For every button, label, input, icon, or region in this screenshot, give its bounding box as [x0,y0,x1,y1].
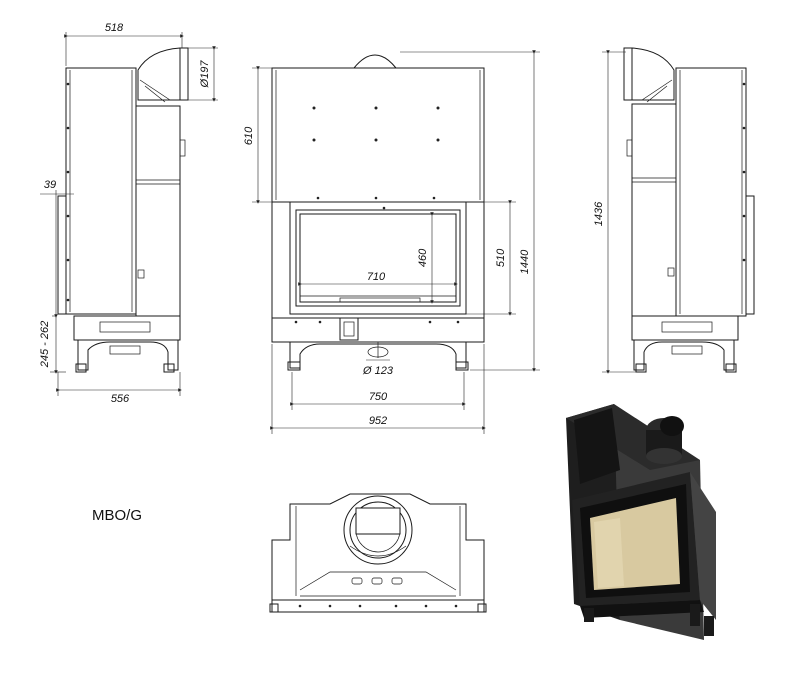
fireplace-render [566,404,716,640]
dim-side-bottom-depth: 556 [111,393,130,405]
dim-door-height: 510 [495,248,507,267]
dim-total-height-front: 1440 [519,249,531,274]
dim-top-height: 610 [243,126,255,145]
model-label: MBO/G [92,507,142,524]
dim-glass-width: 710 [367,271,386,283]
dim-side-offset: 39 [44,179,56,191]
dim-total-width: 952 [369,415,387,427]
dim-total-height-side: 1436 [593,201,605,226]
dim-leg-width: 750 [369,391,388,403]
top-view [269,493,487,613]
right-side-view [602,47,755,374]
dim-glass-height: 460 [417,248,429,267]
dim-air-inlet-diameter: Ø 123 [362,365,394,377]
dim-side-top-depth: 518 [105,22,124,34]
dim-leg-height: 245 - 262 [39,321,51,368]
front-view [252,50,540,434]
dim-flue-diameter: Ø197 [199,60,211,89]
left-side-view [40,32,218,396]
